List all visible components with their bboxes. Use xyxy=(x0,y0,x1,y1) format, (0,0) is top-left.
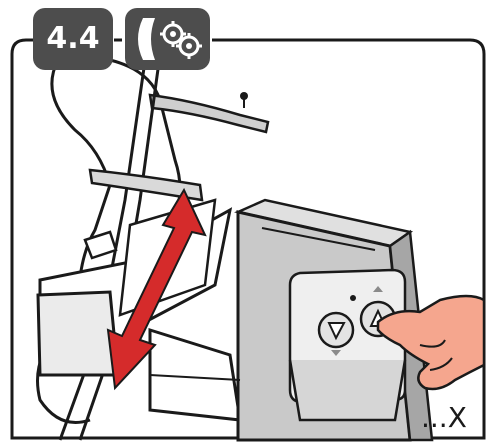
status-led xyxy=(350,295,356,301)
wrench-gears-icon xyxy=(125,8,210,70)
step-number: 4.4 xyxy=(46,21,99,56)
pad-holster xyxy=(290,360,405,420)
mode-badge xyxy=(125,8,210,70)
lower-button[interactable] xyxy=(319,313,353,347)
repeat-count-label: ...X xyxy=(421,400,481,436)
seat-lower xyxy=(38,292,118,375)
step-badge: 4.4 xyxy=(33,8,113,70)
